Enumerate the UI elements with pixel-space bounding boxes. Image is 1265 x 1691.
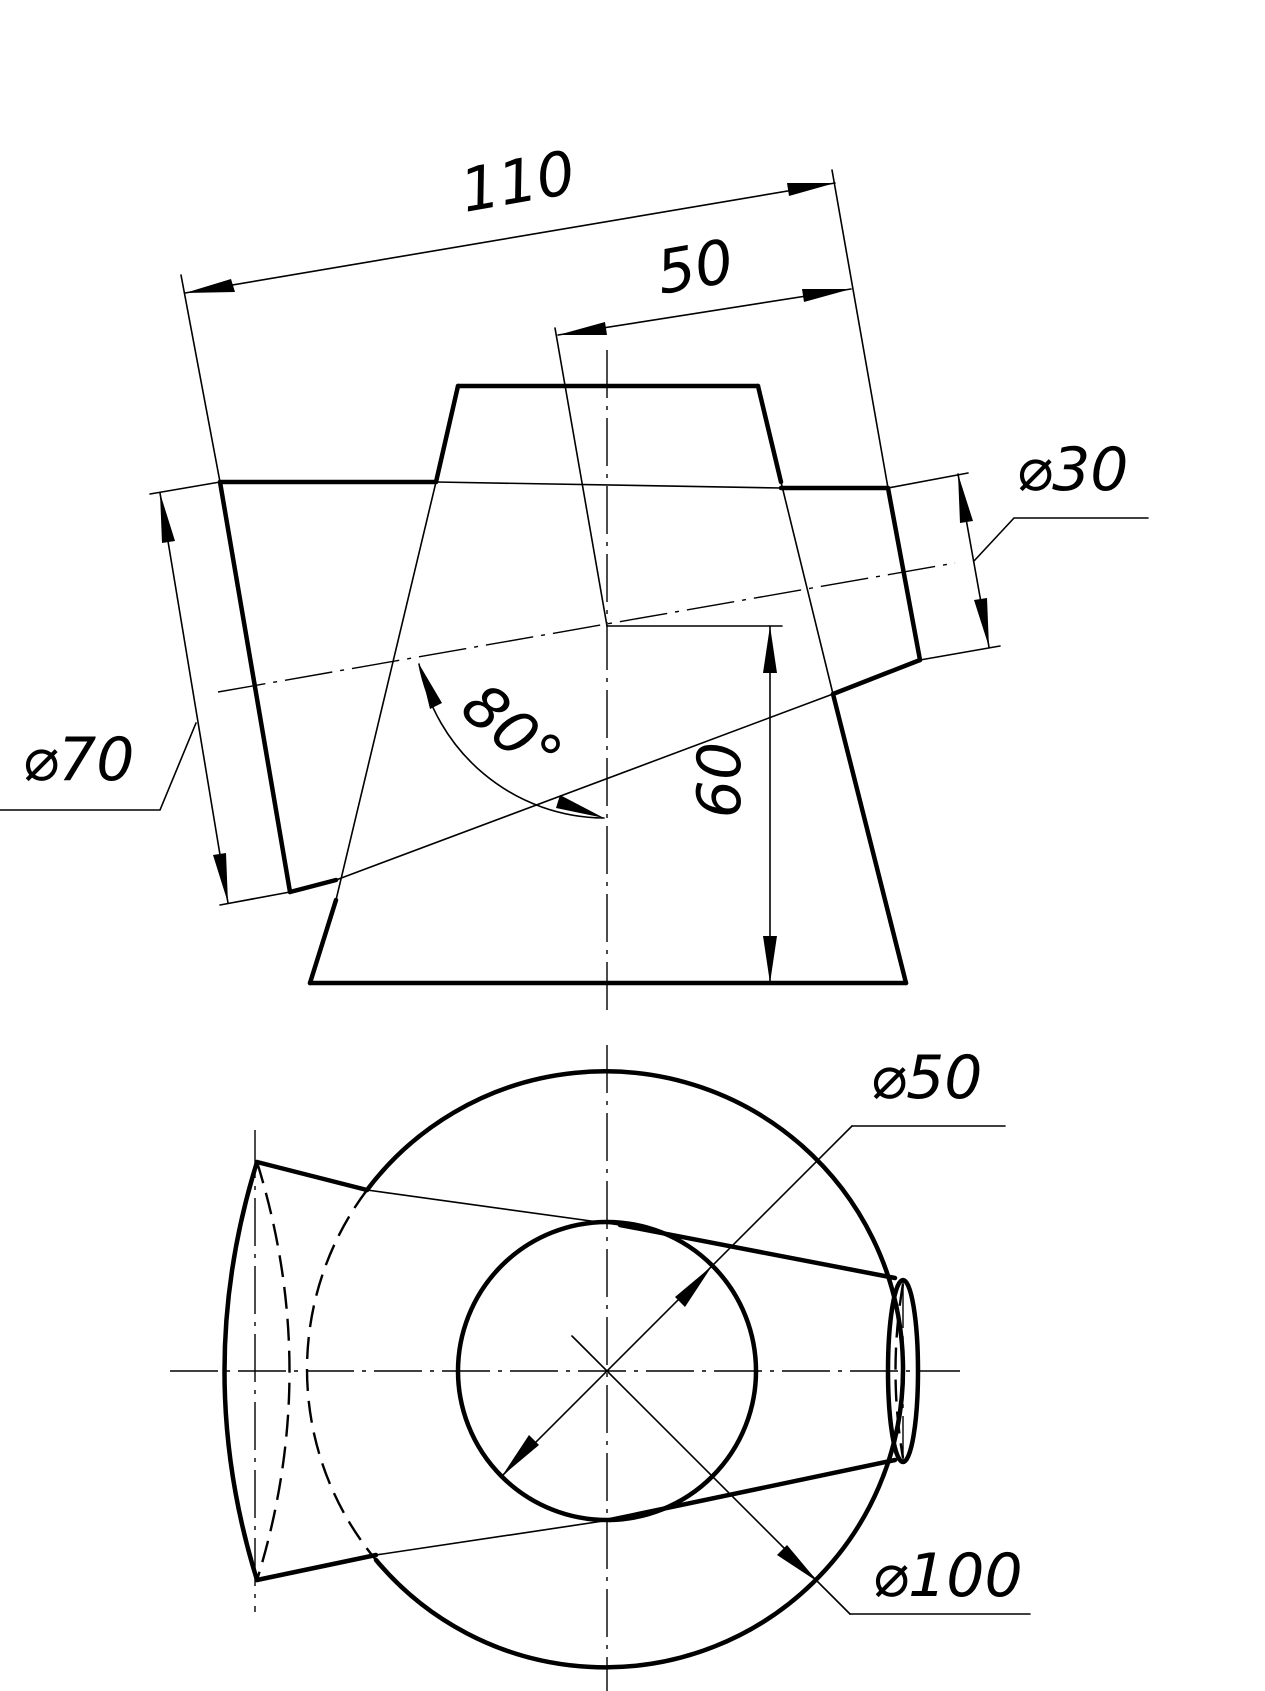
dimension-label-dia-50: ⌀50 — [870, 1043, 982, 1113]
dimension-angle-80: 80° — [418, 663, 605, 819]
dimension-label-dia-70: ⌀70 — [22, 725, 134, 795]
dimension-label-60: 60 — [685, 742, 755, 818]
dimension-label-dia-30: ⌀30 — [1016, 435, 1128, 505]
vertical-frustum-outline — [307, 383, 909, 986]
inclined-cone-outline — [217, 479, 923, 895]
base-circle-visible — [364, 1069, 906, 1670]
dimension-dia-50: ⌀50 — [501, 1043, 1006, 1477]
dimension-110: 110 — [180, 138, 889, 489]
inclined-cone-top-outline — [222, 1159, 921, 1583]
base-circle-hidden — [305, 1189, 377, 1561]
inclined-cone-axis — [217, 562, 956, 693]
dimension-60: 60 — [606, 625, 783, 984]
dimension-label-50: 50 — [651, 227, 738, 309]
dimension-dia-100: ⌀100 — [571, 1335, 1031, 1615]
front-view: 110 50 ⌀30 ⌀70 — [0, 138, 1149, 1010]
dimension-50: 50 — [554, 227, 852, 627]
top-view: ⌀50 ⌀100 — [170, 1043, 1031, 1691]
dimension-label-angle-80: 80° — [448, 670, 574, 792]
dimension-dia-30: ⌀30 — [887, 435, 1149, 661]
dimension-label-dia-100: ⌀100 — [872, 1541, 1023, 1611]
dimension-dia-70: ⌀70 — [0, 481, 291, 906]
dimension-label-110: 110 — [455, 138, 580, 227]
